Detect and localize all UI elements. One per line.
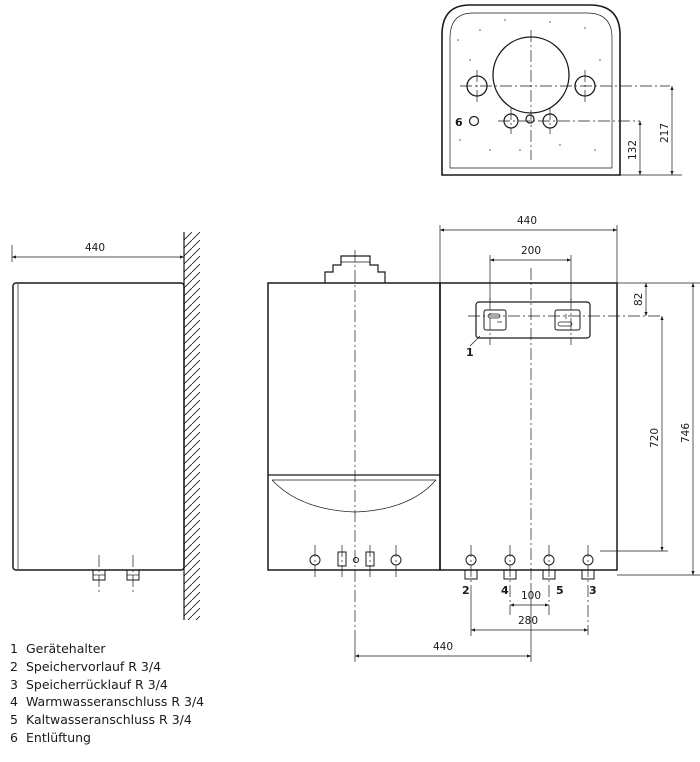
dim-82: 82 xyxy=(633,293,645,306)
side-view: 440 xyxy=(11,232,200,620)
callout-4: 4 xyxy=(501,584,509,597)
front-view-bracket: 440 200 1 82 720 746 xyxy=(354,215,700,662)
callout-2: 2 xyxy=(462,584,470,597)
dim-746: 746 xyxy=(680,423,692,443)
callout-1: 1 xyxy=(466,346,474,359)
front-view-boiler xyxy=(267,250,441,640)
flue-connector xyxy=(324,255,386,283)
wall-hatching xyxy=(184,232,200,620)
callout-5: 5 xyxy=(556,584,564,597)
top-view-template: 6 132 217 xyxy=(441,4,682,176)
side-body xyxy=(12,282,185,571)
dim-200: 200 xyxy=(521,245,541,257)
dim-720: 720 xyxy=(649,428,661,448)
template-dots xyxy=(457,19,601,151)
boiler-body xyxy=(267,282,441,571)
dim-bottom-440: 440 xyxy=(433,641,453,653)
bracket-body xyxy=(439,282,618,571)
dim-217: 217 xyxy=(659,123,671,143)
dim-280: 280 xyxy=(518,615,538,627)
dim-132: 132 xyxy=(627,140,639,160)
dim-bracket-440: 440 xyxy=(517,215,537,227)
callout-3: 3 xyxy=(589,584,597,597)
vent-circle xyxy=(468,115,480,127)
callout-6: 6 xyxy=(455,116,463,129)
dim-side-440: 440 xyxy=(85,242,105,254)
mounting-plate xyxy=(475,301,591,339)
bracket-connectors xyxy=(464,545,595,635)
